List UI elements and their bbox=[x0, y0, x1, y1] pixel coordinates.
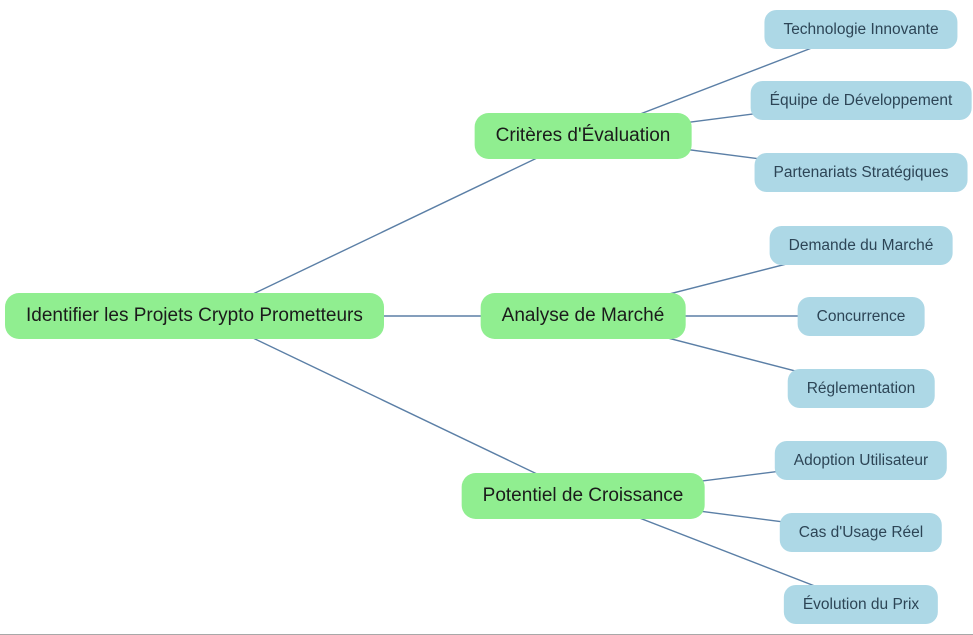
leaf-node-cas-usage-reel: Cas d'Usage Réel bbox=[779, 513, 943, 552]
leaf-node-concurrence: Concurrence bbox=[797, 297, 925, 336]
branch-node-criteres-evaluation: Critères d'Évaluation bbox=[474, 113, 692, 159]
leaf-node-demande-marche: Demande du Marché bbox=[769, 226, 953, 265]
branch-node-analyse-marche: Analyse de Marché bbox=[480, 293, 686, 339]
leaf-node-equipe-developpement: Équipe de Développement bbox=[750, 81, 972, 120]
leaf-node-adoption-utilisateur: Adoption Utilisateur bbox=[774, 441, 948, 480]
leaf-node-reglementation: Réglementation bbox=[787, 369, 935, 408]
edge-root-to-criteres bbox=[206, 135, 584, 317]
root-node-identifier-projets: Identifier les Projets Crypto Prometteur… bbox=[5, 293, 384, 339]
edge-root-to-potentiel bbox=[206, 315, 584, 497]
branch-node-potentiel-croissance: Potentiel de Croissance bbox=[461, 473, 705, 519]
leaf-node-technologie-innovante: Technologie Innovante bbox=[764, 10, 958, 49]
leaf-node-partenariats-strategiques: Partenariats Stratégiques bbox=[754, 153, 968, 192]
leaf-node-evolution-prix: Évolution du Prix bbox=[783, 585, 939, 624]
